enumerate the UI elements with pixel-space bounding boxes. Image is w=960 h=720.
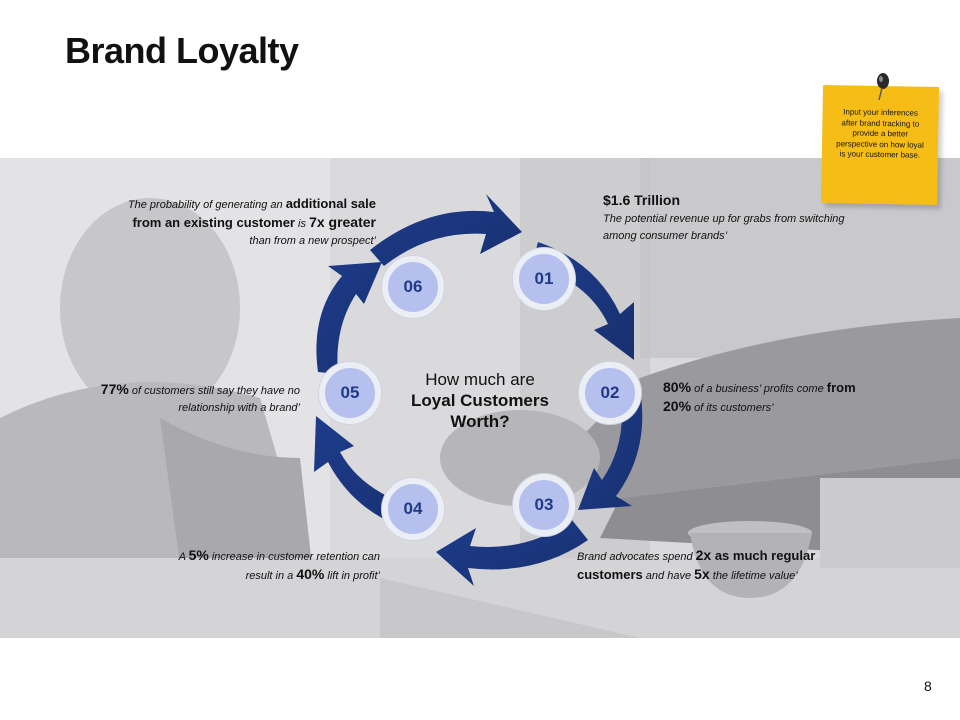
sticky-note-text: Input your inferences after brand tracki… <box>836 107 924 160</box>
stat-03-text1: Brand advocates spend <box>577 551 696 563</box>
stat-06-text2: is <box>295 218 310 230</box>
cycle-node-06: 06 <box>382 256 444 318</box>
center-question: How much are Loyal Customers Worth? <box>390 369 570 432</box>
stat-04-text4: lift in profit’ <box>324 570 380 582</box>
arrow-05-to-06 <box>316 262 382 374</box>
page-number: 8 <box>924 678 932 694</box>
stat-02-text1: of a business’ profits come <box>691 383 827 395</box>
center-question-line2: Loyal Customers <box>411 391 549 410</box>
pushpin-icon <box>877 73 889 101</box>
stat-02-value1: 80% <box>663 379 692 395</box>
arrow-03-to-04 <box>436 520 588 586</box>
stat-05-text1: of customers still say they have no <box>128 385 300 397</box>
stat-01-headline: $1.6 Trillion <box>603 192 681 208</box>
stat-04-text1: A <box>178 551 189 563</box>
stat-03-text5: the lifetime value’ <box>709 570 798 582</box>
sticky-note: Input your inferences after brand tracki… <box>820 84 940 206</box>
stat-02-text2: of its customers’ <box>691 402 774 414</box>
stat-01-mark: ’ <box>724 230 728 242</box>
stat-01: $1.6 Trillion The potential revenue up f… <box>603 192 913 245</box>
stat-03-text4: and have <box>642 570 695 582</box>
stat-06-text1: The probability of generating an <box>127 199 286 211</box>
stat-02-text1-bold: from <box>826 380 856 395</box>
stat-03-text2: as much regular <box>711 548 816 563</box>
cycle-node-04: 04 <box>382 478 444 540</box>
cycle-node-01: 01 <box>513 248 575 310</box>
cycle-node-02: 02 <box>579 362 641 424</box>
center-question-line1: How much are <box>425 370 535 389</box>
stat-02-value2: 20% <box>663 398 692 414</box>
stat-03: Brand advocates spend 2x as much regular… <box>577 547 877 585</box>
cycle-node-05: 05 <box>319 362 381 424</box>
stat-04-value2: 40% <box>296 566 325 582</box>
stat-05: 77% of customers still say they have no … <box>30 381 300 417</box>
stat-04-text3: result in a <box>245 570 297 582</box>
stat-01-line2: among consumer brands <box>603 230 725 242</box>
center-question-line3: Worth? <box>450 412 510 431</box>
stat-01-line1: The potential revenue up for grabs from … <box>603 213 845 225</box>
stat-06-text3: than from a new prospect’ <box>249 235 376 247</box>
stat-06-value1: 7x greater <box>309 214 376 230</box>
arrow-02-to-03 <box>578 390 643 510</box>
stat-06-bold1: additional sale <box>285 196 376 211</box>
stat-05-value1: 77% <box>100 381 129 397</box>
stat-03-text3: customers <box>577 567 643 582</box>
stat-04: A 5% increase in customer retention can … <box>100 547 380 585</box>
stat-02: 80% of a business’ profits come from 20%… <box>663 379 923 417</box>
stat-06: The probability of generating an additio… <box>50 195 376 250</box>
slide-title: Brand Loyalty <box>65 30 299 71</box>
arrow-06-to-01 <box>370 194 522 266</box>
stat-04-text2: increase in customer retention can <box>208 551 380 563</box>
stat-04-value1: 5% <box>188 547 209 563</box>
stat-06-bold2: from an existing customer <box>132 215 295 230</box>
stat-03-value1: 2x <box>695 547 712 563</box>
stat-03-value2: 5x <box>694 566 710 582</box>
cycle-node-03: 03 <box>513 474 575 536</box>
stat-05-text2: relationship with a brand’ <box>178 402 300 414</box>
